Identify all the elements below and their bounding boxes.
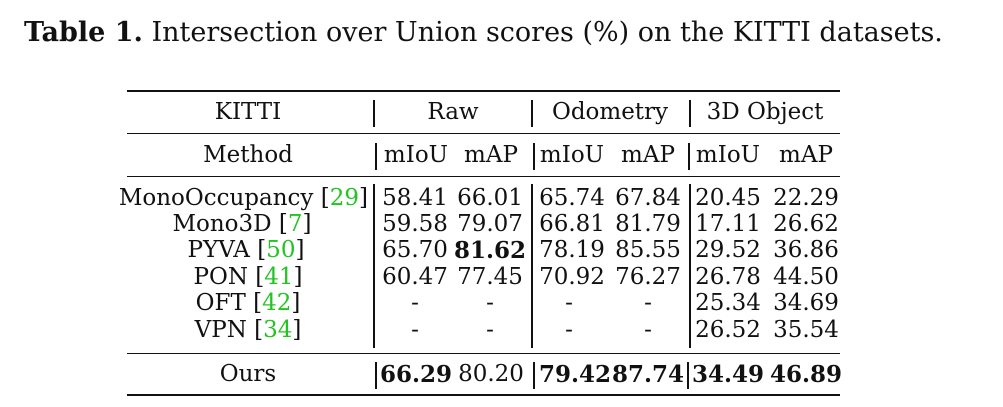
- table-caption: Table 1. Intersection over Union scores …: [24, 17, 943, 48]
- citation-link[interactable]: 50: [266, 237, 296, 263]
- value-cell: 80.20: [458, 361, 524, 387]
- mid-rule: [127, 176, 840, 177]
- value-cell: -: [565, 317, 573, 343]
- value-cell-best: 34.49: [691, 361, 765, 388]
- bottom-rule: [127, 394, 840, 396]
- value-cell: 26.52: [695, 317, 761, 343]
- value-cell: 77.45: [457, 264, 523, 290]
- value-cell: 34.69: [773, 290, 839, 316]
- method-cell: VPN [34]: [194, 317, 302, 343]
- header-map: mAP: [621, 142, 675, 168]
- citation-link[interactable]: 42: [262, 290, 292, 316]
- value-cell: 35.54: [773, 317, 839, 343]
- method-name: MonoOccupancy: [118, 185, 314, 211]
- method-name: PYVA: [187, 237, 250, 263]
- method-name: OFT: [195, 290, 246, 316]
- header-3d-object: 3D Object: [706, 99, 824, 125]
- value-cell: 60.47: [382, 264, 448, 290]
- caption-label: Table 1.: [24, 17, 143, 48]
- mid-rule: [127, 353, 840, 354]
- top-rule: [127, 90, 840, 92]
- column-divider: [375, 143, 377, 170]
- column-divider: [533, 362, 535, 389]
- method-cell: Mono3D [7]: [172, 211, 312, 237]
- column-divider: [373, 184, 375, 348]
- value-cell: -: [486, 290, 494, 316]
- method-name: PON: [193, 264, 248, 290]
- value-cell: 26.78: [695, 264, 761, 290]
- value-cell: 26.62: [773, 211, 839, 237]
- header-miou: mIoU: [383, 142, 449, 168]
- column-divider: [531, 100, 533, 127]
- value-cell-best: 66.29: [379, 361, 453, 388]
- method-name: VPN: [194, 317, 247, 343]
- column-divider: [375, 362, 377, 389]
- value-cell: 65.74: [539, 185, 605, 211]
- value-cell: 58.41: [382, 185, 448, 211]
- caption-text: Intersection over Union scores (%) on th…: [151, 17, 943, 48]
- header-map: mAP: [779, 142, 833, 168]
- value-cell: 66.81: [539, 211, 605, 237]
- value-cell-best: 81.62: [453, 237, 527, 264]
- value-cell: 59.58: [382, 211, 448, 237]
- citation-link[interactable]: 7: [287, 211, 303, 237]
- value-cell: -: [411, 317, 419, 343]
- value-cell-best: 79.42: [538, 361, 612, 388]
- header-raw: Raw: [427, 99, 479, 125]
- header-miou: mIoU: [539, 142, 605, 168]
- value-cell: -: [644, 290, 652, 316]
- value-cell: 29.52: [695, 237, 761, 263]
- header-map: mAP: [464, 142, 518, 168]
- value-cell: 17.11: [695, 211, 761, 237]
- value-cell-best: 46.89: [769, 361, 843, 388]
- value-cell: -: [486, 317, 494, 343]
- column-divider: [689, 184, 691, 348]
- column-divider: [689, 100, 691, 127]
- value-cell: 85.55: [615, 237, 681, 263]
- column-divider: [687, 362, 689, 389]
- citation-link[interactable]: 41: [264, 264, 294, 290]
- method-cell: MonoOccupancy [29]: [118, 185, 368, 211]
- value-cell: 79.07: [457, 211, 523, 237]
- value-cell: 70.92: [539, 264, 605, 290]
- header-miou: mIoU: [695, 142, 761, 168]
- column-divider: [533, 143, 535, 170]
- value-cell: 81.79: [615, 211, 681, 237]
- header-odometry: Odometry: [551, 99, 669, 125]
- method-cell: OFT [42]: [195, 290, 301, 316]
- value-cell: 76.27: [615, 264, 681, 290]
- header-dataset: KITTI: [214, 99, 282, 125]
- mid-rule: [127, 133, 840, 134]
- column-divider: [373, 100, 375, 127]
- column-divider: [688, 143, 690, 170]
- header-method: Method: [203, 142, 293, 168]
- value-cell: 44.50: [773, 264, 839, 290]
- column-divider: [531, 184, 533, 348]
- value-cell: -: [565, 290, 573, 316]
- value-cell: 78.19: [539, 237, 605, 263]
- value-cell: 25.34: [695, 290, 761, 316]
- value-cell: 67.84: [615, 185, 681, 211]
- value-cell: 65.70: [382, 237, 448, 263]
- method-cell: PYVA [50]: [187, 237, 305, 263]
- method-name: Mono3D: [172, 211, 272, 237]
- method-cell: PON [41]: [193, 264, 303, 290]
- method-ours: Ours: [219, 361, 277, 387]
- citation-link[interactable]: 29: [329, 185, 360, 211]
- value-cell: 22.29: [773, 185, 839, 211]
- citation-link[interactable]: 34: [263, 317, 293, 343]
- value-cell: 66.01: [457, 185, 523, 211]
- value-cell-best: 87.74: [611, 361, 685, 388]
- value-cell: 20.45: [695, 185, 761, 211]
- value-cell: -: [644, 317, 652, 343]
- value-cell: -: [411, 290, 419, 316]
- value-cell: 36.86: [773, 237, 839, 263]
